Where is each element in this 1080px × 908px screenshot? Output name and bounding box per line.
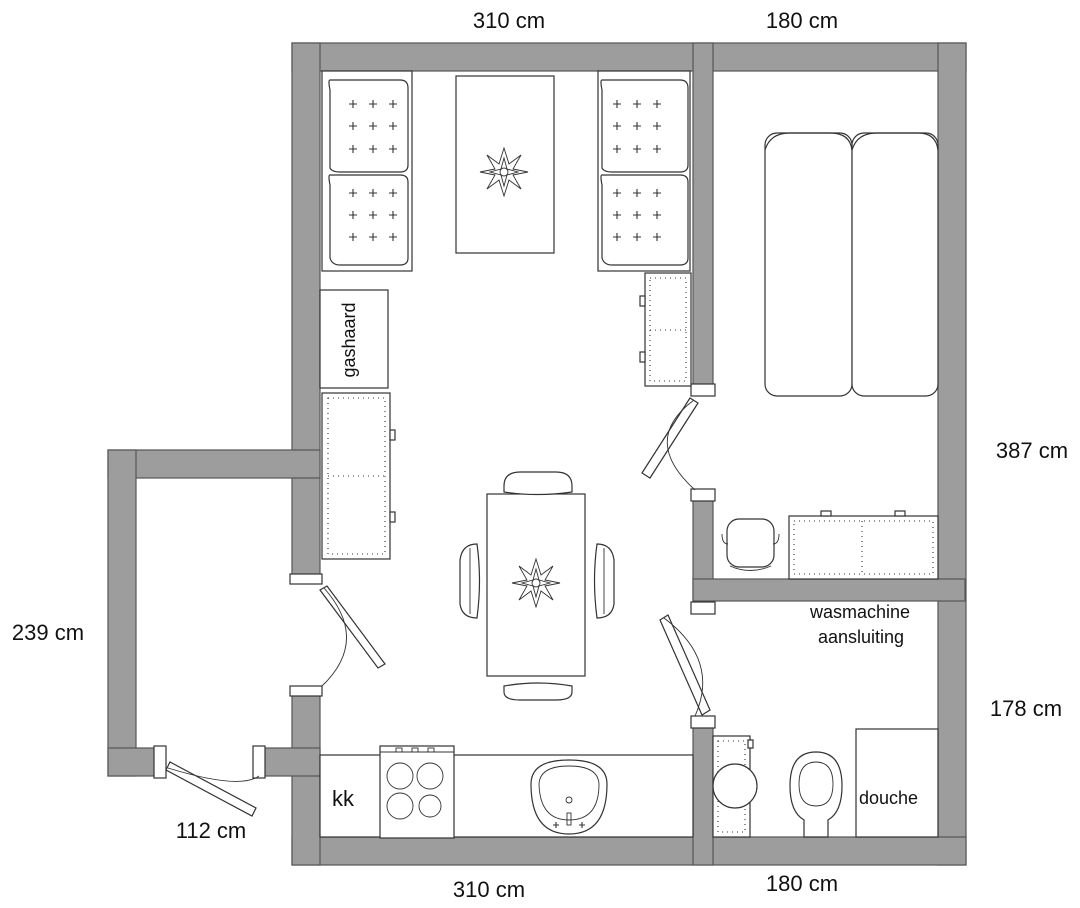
- wall-partition-bathroom: [692, 719, 714, 866]
- cabinet-left: [321, 392, 396, 560]
- dim-top-right: 180 cm: [766, 8, 838, 33]
- bed: [764, 132, 939, 397]
- dim-right-upper: 387 cm: [996, 438, 1068, 463]
- wall-left-lower: [291, 690, 321, 866]
- wall-annex-bottom-right: [258, 747, 321, 777]
- wall-bedroom-bathroom: [692, 578, 966, 602]
- chair-bottom: [503, 682, 573, 701]
- door-entrance: [153, 745, 266, 817]
- dim-left-middle: 239 cm: [12, 620, 84, 645]
- dim-bottom-left: 310 cm: [453, 877, 525, 902]
- wall-left-upper: [291, 42, 321, 580]
- wall-top: [291, 42, 967, 72]
- door-bathroom: [659, 601, 716, 729]
- door-bedroom: [641, 383, 716, 502]
- dresser: [788, 510, 939, 580]
- wall-annex-top: [107, 449, 321, 479]
- door-annex: [289, 573, 386, 697]
- dim-bottom-left-door: 112 cm: [176, 818, 247, 843]
- wall-right: [937, 42, 967, 866]
- kitchen-counter: kk: [319, 745, 694, 839]
- armchair-right: [597, 70, 691, 272]
- gas-stove: gashaard: [319, 289, 389, 389]
- gas-stove-label: gashaard: [339, 302, 359, 377]
- wall-bottom: [291, 836, 967, 866]
- chair-right: [593, 543, 615, 619]
- bedroom: [721, 132, 939, 580]
- armchair-left: [321, 70, 413, 272]
- wall-partition-bedroom-upper: [692, 42, 714, 389]
- doors: [153, 383, 716, 817]
- dim-right-lower: 178 cm: [990, 696, 1062, 721]
- chair-left: [459, 543, 481, 619]
- cooktop: [379, 745, 455, 839]
- wall-annex-bottom-left: [107, 747, 161, 777]
- wall-annex-left: [107, 449, 137, 777]
- desk-chair: [721, 518, 780, 571]
- toilet: [789, 751, 843, 838]
- chair-top: [503, 471, 573, 496]
- shower-label: douche: [859, 788, 918, 808]
- washbasin: [712, 763, 758, 809]
- washing-machine-label-line2: aansluiting: [818, 627, 904, 647]
- sink: [530, 759, 608, 835]
- dining-table: [486, 493, 586, 677]
- kitchen-label: kk: [332, 786, 355, 811]
- dimension-labels: 310 cm 180 cm 387 cm 239 cm 178 cm 112 c…: [12, 8, 1068, 902]
- cabinet-upper-right: [639, 272, 692, 387]
- dim-bottom-right: 180 cm: [766, 871, 838, 896]
- living-room: gashaard: [319, 70, 692, 701]
- dim-top-left: 310 cm: [473, 8, 545, 33]
- washing-machine-label-line1: wasmachine: [809, 602, 910, 622]
- shower: douche: [855, 728, 939, 838]
- coffee-table: [455, 75, 555, 254]
- bathroom: wasmachine aansluiting douche: [712, 602, 939, 838]
